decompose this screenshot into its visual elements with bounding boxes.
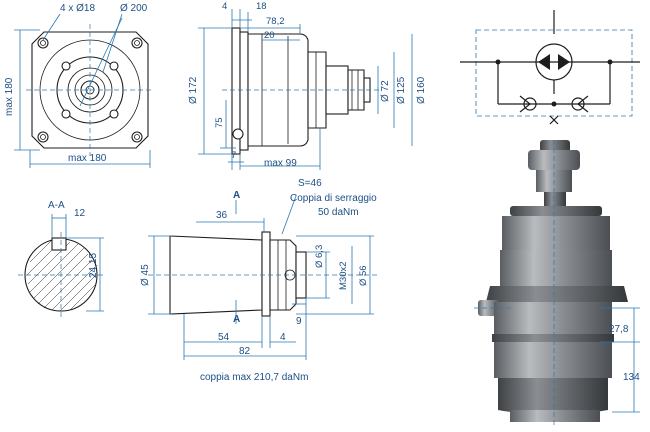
side-dim-4: 4 bbox=[222, 1, 227, 12]
shaft-view bbox=[148, 195, 380, 360]
motor-photo bbox=[474, 140, 640, 428]
section-a-a bbox=[18, 214, 104, 318]
motor-dim-27-8: 27,8 bbox=[609, 324, 629, 335]
motor-dim-134: 134 bbox=[623, 372, 640, 383]
side-dim-75: 75 bbox=[214, 117, 225, 128]
hydraulic-symbol bbox=[460, 10, 640, 125]
side-dim-78-2: 78,2 bbox=[266, 16, 285, 27]
shaft-dim-9: 9 bbox=[296, 316, 302, 327]
side-dim-7: 7 bbox=[231, 150, 236, 161]
front-max-height-label: max 180 bbox=[4, 77, 15, 116]
section-label: A-A bbox=[48, 200, 65, 211]
shaft-dia-6-3: Ø 6,3 bbox=[314, 245, 325, 268]
section-dim-24-15: 24,15 bbox=[88, 253, 99, 278]
front-max-width-label: max 180 bbox=[68, 153, 107, 164]
shaft-thread: M30x2 bbox=[338, 261, 349, 290]
shaft-dia-56: Ø 56 bbox=[358, 265, 369, 286]
side-dim-20: 20 bbox=[264, 30, 275, 41]
side-max-99: max 99 bbox=[264, 158, 297, 169]
side-dim-18: 18 bbox=[256, 1, 267, 12]
bolt-hole-group bbox=[37, 37, 143, 143]
shaft-dim-82: 82 bbox=[239, 346, 251, 357]
shaft-dim-54: 54 bbox=[218, 332, 230, 343]
bolt-holes-label: 4 x Ø18 bbox=[60, 3, 95, 14]
shaft-dia-45: Ø 45 bbox=[140, 264, 151, 286]
front-view bbox=[14, 13, 154, 168]
max-torque-label: coppia max 210,7 daNm bbox=[200, 372, 308, 383]
wrench-size: S=46 bbox=[298, 178, 322, 189]
shaft-dim-4: 4 bbox=[280, 332, 286, 343]
torque-value: 50 daNm bbox=[318, 207, 359, 218]
torque-label: Coppia di serraggio bbox=[290, 193, 377, 204]
section-mark-bottom: A bbox=[233, 314, 240, 325]
side-dia-125: Ø 125 bbox=[396, 76, 407, 104]
side-view bbox=[198, 9, 413, 170]
section-dim-12: 12 bbox=[74, 208, 86, 219]
side-dia-72: Ø 72 bbox=[380, 80, 391, 102]
shaft-dim-36: 36 bbox=[216, 210, 228, 221]
pitch-diameter-label: Ø 200 bbox=[120, 3, 148, 14]
section-mark-top: A bbox=[233, 190, 240, 201]
side-dia-160: Ø 160 bbox=[416, 76, 427, 104]
side-dia-172: Ø 172 bbox=[188, 76, 199, 104]
